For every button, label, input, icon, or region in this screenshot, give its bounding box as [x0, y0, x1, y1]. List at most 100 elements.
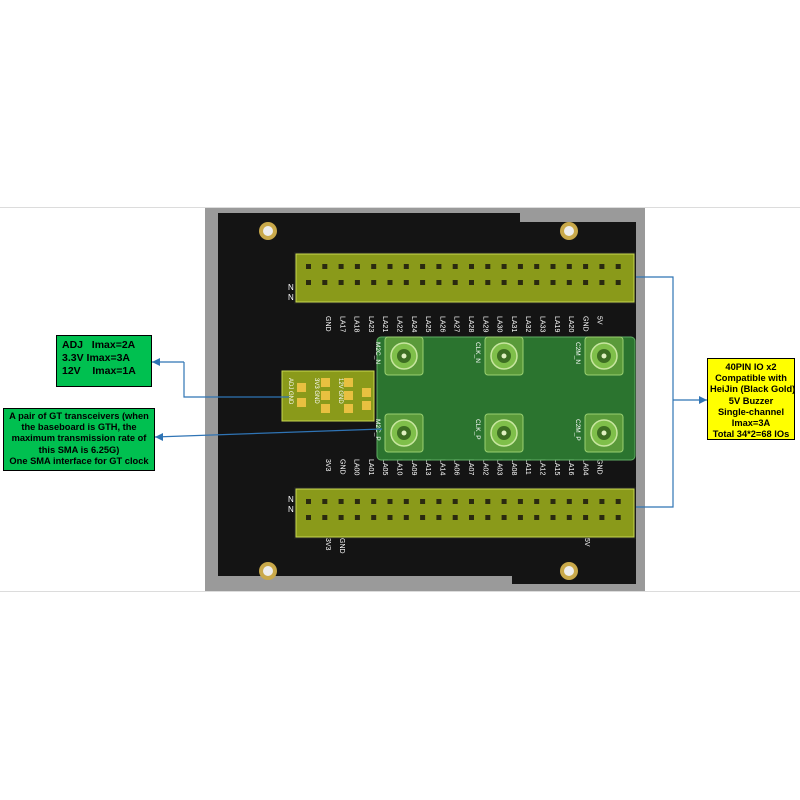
header-pin: [501, 264, 507, 269]
pin-label: LA32: [524, 316, 531, 332]
sma-line-4: this SMA is 6.25G): [38, 444, 120, 455]
pin-label: LA08: [510, 459, 517, 475]
pin-label: LA28: [467, 316, 474, 332]
header-pin: [338, 280, 344, 285]
header-pin: [306, 280, 311, 285]
sma-line-5: One SMA interface for GT clock: [9, 455, 149, 466]
header-pin: [371, 499, 377, 504]
jumper-gnd: [362, 388, 371, 410]
header-pin: [583, 264, 589, 269]
header-pin: [403, 280, 409, 285]
header-pin: [306, 264, 311, 269]
header-pin: [566, 264, 572, 269]
pin-label: LA20: [567, 316, 574, 332]
header-pin: [615, 280, 621, 285]
sma-label: CLK_P: [474, 419, 481, 440]
imax-12v: Imax=1A: [92, 365, 136, 377]
pin-label: LA12: [539, 459, 546, 475]
header-pin: [599, 499, 605, 504]
sma-connector: C2M_P: [574, 413, 624, 453]
bottom-40pin-header: [294, 487, 636, 539]
header-pin: [550, 280, 556, 285]
header-pin: [599, 515, 605, 520]
pin-label: LA19: [553, 316, 560, 332]
sma-connector: M2C_P: [374, 413, 424, 453]
power-row-adj: ADJ Imax=2A: [62, 339, 151, 352]
header-pin: [420, 499, 426, 504]
header-pin: [403, 499, 409, 504]
pin-label: LA09: [410, 459, 417, 475]
header-pin: [550, 515, 556, 520]
header-pin: [306, 515, 311, 520]
top-header-pins: [306, 264, 621, 285]
bottom-header-pins: [306, 499, 621, 520]
header-pin: [517, 515, 523, 520]
header-pin: [534, 499, 540, 504]
arrowheads: [152, 358, 707, 441]
header-pin: [452, 499, 458, 504]
header-pin: [485, 515, 491, 520]
jumper-adj: ADJ GND: [287, 378, 306, 407]
sma-arrowhead: [155, 433, 163, 441]
header-pin: [550, 264, 556, 269]
power-jumper-block: ADJ GND 3V3 GND 12V GND: [281, 370, 375, 422]
header-pin: [517, 280, 523, 285]
pin-label: LA24: [410, 316, 417, 332]
jumper-12v: 12V GND: [337, 378, 353, 413]
header-pin: [485, 264, 491, 269]
header-pin: [354, 499, 360, 504]
header-pin: [452, 515, 458, 520]
sma-label: C2M_P: [574, 419, 581, 441]
header-pin: [354, 515, 360, 520]
io-connector-bracket: [636, 276, 674, 508]
header-pin: [420, 280, 426, 285]
pin-label: GND: [324, 316, 331, 332]
header-pin: [371, 280, 377, 285]
header-pin: [485, 499, 491, 504]
header-pin: [501, 280, 507, 285]
header-pin: [322, 280, 328, 285]
header-pin: [469, 515, 474, 520]
power-connector-line: [183, 362, 289, 398]
header-pin: [338, 264, 344, 269]
pin-label: LA27: [453, 316, 460, 332]
sma-callout: A pair of GT transceivers (when the base…: [3, 408, 155, 471]
pin-label: LA06: [453, 459, 460, 475]
pin-label: LA03: [496, 459, 503, 475]
pin-label: GND: [338, 538, 345, 554]
header-pin: [566, 515, 572, 520]
sma-connector: CLK_P: [474, 413, 524, 453]
header-pin: [306, 499, 311, 504]
sma-connector: C2M_N: [574, 336, 624, 376]
jumper-label-12v: 12V GND: [337, 378, 343, 404]
jumper-label-3v3: 3V3 GND: [313, 378, 319, 404]
header-pin: [452, 264, 458, 269]
left-edge-mark-4: N: [288, 505, 294, 514]
header-pin: [469, 280, 474, 285]
io-line-2: Compatible with: [715, 373, 787, 384]
header-pin: [387, 499, 393, 504]
pin-label: LA07: [467, 459, 474, 475]
sma-line-3: maximum transmission rate of: [11, 433, 147, 444]
header-pin: [354, 280, 360, 285]
header-pin: [583, 499, 589, 504]
pin-label: LA00: [353, 459, 360, 475]
header-pin: [338, 515, 344, 520]
pin-label: GND: [338, 459, 345, 475]
header-pin: [371, 515, 377, 520]
header-pin: [452, 280, 458, 285]
header-pin: [436, 264, 442, 269]
header-pin: [371, 264, 377, 269]
mounting-holes: [259, 222, 578, 580]
header-pin: [501, 499, 507, 504]
pin-label: 3V3: [324, 459, 331, 472]
io-line-1: 40PIN IO x2: [725, 362, 777, 372]
pin-label: LA31: [510, 316, 517, 332]
top-divider: [0, 207, 800, 208]
power-arrowhead: [152, 358, 160, 366]
header-pin: [599, 280, 605, 285]
header-pin: [615, 264, 621, 269]
imax-adj: Imax=2A: [91, 339, 136, 351]
io-line-6: Imax=3A: [731, 418, 771, 429]
